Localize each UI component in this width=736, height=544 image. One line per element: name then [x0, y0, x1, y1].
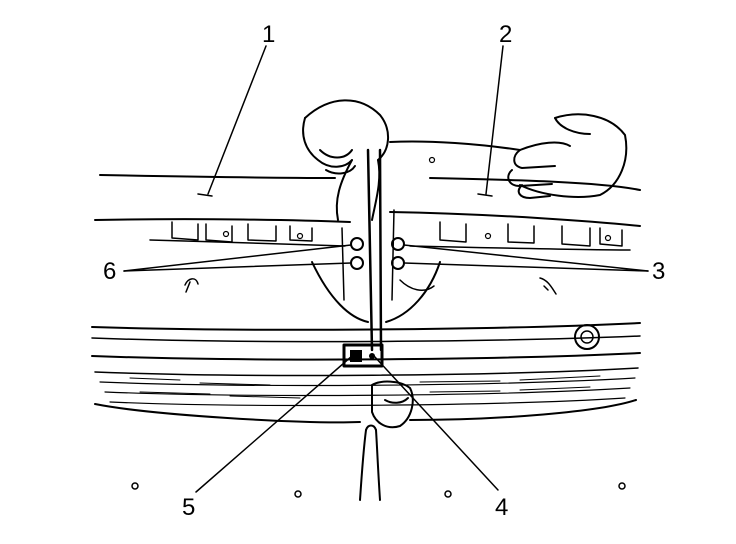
bottom-marks — [131, 482, 626, 498]
leader-line-2 — [485, 45, 504, 195]
leader-line-1 — [207, 45, 267, 195]
lower-hand — [359, 380, 414, 501]
leader-line-4 — [373, 355, 499, 491]
callout-2: 2 — [499, 21, 512, 48]
leader-line-6a — [123, 244, 352, 272]
right-hand — [389, 113, 628, 199]
leader-line-6b — [123, 262, 352, 272]
callout-6: 6 — [103, 258, 116, 285]
lower-fascia — [91, 322, 641, 424]
callout-4: 4 — [495, 494, 508, 521]
upper-panel — [94, 156, 641, 295]
callout-5: 5 — [182, 494, 195, 521]
callout-1: 1 — [262, 21, 275, 48]
leader-lines — [123, 45, 649, 493]
left-hand — [302, 99, 389, 221]
leader-line-3a — [403, 244, 649, 272]
leader-line-5 — [195, 355, 353, 493]
callout-3: 3 — [652, 258, 665, 285]
leader-line-3b — [403, 262, 649, 272]
